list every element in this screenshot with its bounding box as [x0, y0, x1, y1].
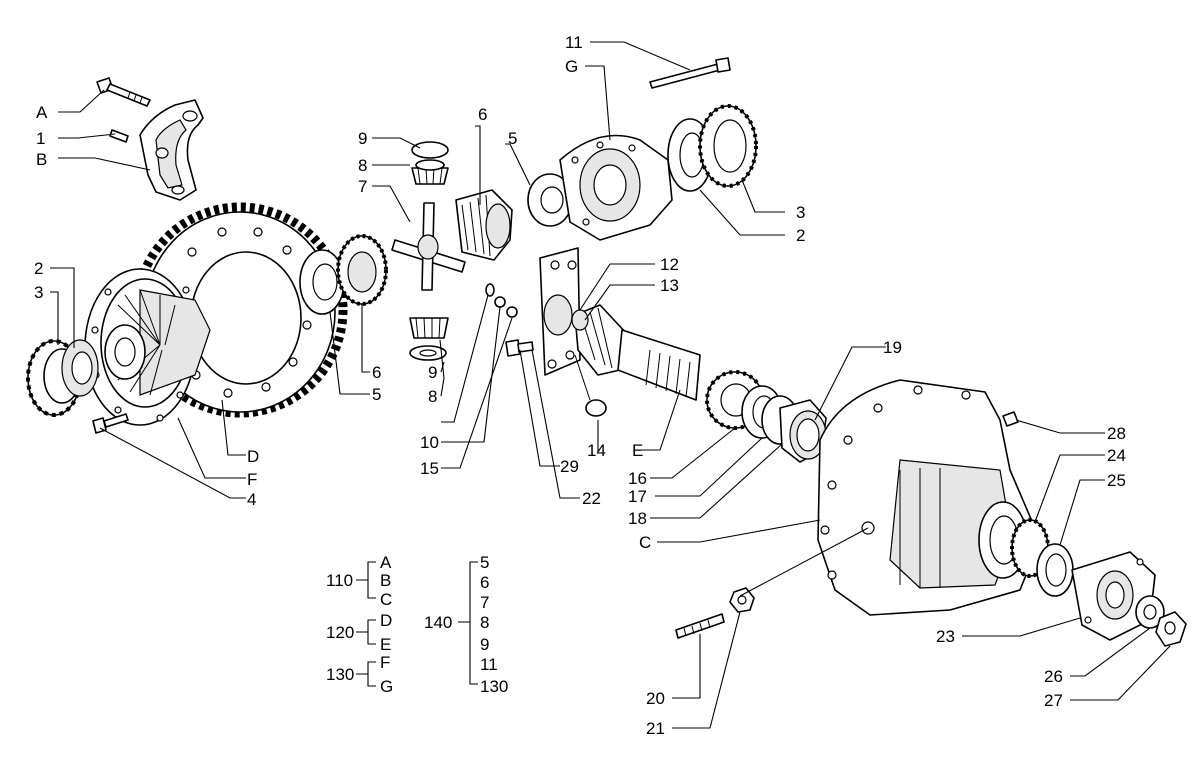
- group-130: 130 F G: [326, 653, 393, 696]
- callout-26: 26: [1044, 667, 1063, 686]
- drive-pinion-e: [571, 304, 701, 401]
- group-120-item-d: D: [380, 611, 392, 630]
- callout-16: 16: [628, 469, 647, 488]
- pinion-gear-8-bottom: [409, 317, 449, 361]
- callout-18: 18: [628, 509, 647, 528]
- kit-legend: 110 A B C 120 D E 130 F G 140 5 6 7 8: [326, 553, 508, 696]
- callout-a: A: [36, 103, 48, 122]
- callout-24: 24: [1107, 446, 1126, 465]
- bolt-a: [96, 77, 151, 107]
- group-130-item-f: F: [380, 653, 390, 672]
- differential-housing-f: [84, 268, 211, 426]
- group-110: 110 A B C: [326, 553, 392, 609]
- callout-f: F: [247, 470, 257, 489]
- group-110-item-b: B: [380, 571, 391, 590]
- spider-cross-7: [391, 202, 466, 291]
- callout-12: 12: [660, 255, 679, 274]
- stud-20: [675, 613, 725, 639]
- group-120: 120 D E: [326, 611, 392, 654]
- bolt-14: [574, 354, 607, 417]
- nut-21: [729, 587, 755, 613]
- bolt-11: [649, 57, 731, 89]
- callout-8-bottom: 8: [428, 387, 437, 406]
- washer-26-nut-27: [1135, 595, 1187, 647]
- group-110-item-a: A: [380, 553, 392, 572]
- callout-b: B: [36, 150, 47, 169]
- leader-lines: [50, 41, 1171, 729]
- callout-labels: A 1 B 2 3 D F 4 9 8 7 6 5 6 5 9 8 10 15 …: [34, 33, 1126, 738]
- callout-d: D: [247, 447, 259, 466]
- bearing-right: [667, 104, 758, 192]
- group-120-item-e: E: [380, 635, 391, 654]
- bolt-28: [1002, 411, 1019, 427]
- group-140-item-5: 5: [480, 553, 489, 572]
- group-140-item-9: 9: [480, 635, 489, 654]
- group-140-item-8: 8: [480, 613, 489, 632]
- group-110-name: 110: [326, 571, 353, 590]
- callout-g: G: [565, 57, 578, 76]
- callout-4: 4: [247, 490, 256, 509]
- callout-9-top: 9: [358, 129, 367, 148]
- callout-27: 27: [1044, 691, 1063, 710]
- callout-21: 21: [646, 719, 665, 738]
- callout-5-top: 5: [508, 129, 517, 148]
- group-140-item-11: 11: [480, 655, 498, 674]
- callout-13: 13: [660, 276, 679, 295]
- flange-23: [1071, 551, 1156, 641]
- case-half-g: [559, 134, 673, 241]
- callout-29: 29: [560, 457, 579, 476]
- group-130-name: 130: [326, 665, 354, 684]
- callout-3-right: 3: [796, 203, 805, 222]
- callout-6-top: 6: [478, 105, 487, 124]
- side-gear-right: [455, 189, 513, 261]
- bearing-left: [26, 339, 99, 417]
- callout-28: 28: [1107, 424, 1126, 443]
- bolt-4: [92, 413, 129, 434]
- group-140-name: 140: [424, 613, 452, 632]
- callout-11: 11: [565, 33, 583, 52]
- callout-1: 1: [36, 129, 45, 148]
- callout-3-left: 3: [34, 283, 43, 302]
- callout-9-bottom: 9: [428, 363, 437, 382]
- callout-20: 20: [646, 689, 665, 708]
- group-140-item-130: 130: [480, 677, 508, 696]
- group-130-item-g: G: [380, 677, 393, 696]
- pin-1: [109, 129, 129, 143]
- axle-housing-c: [817, 379, 1041, 616]
- group-140-item-6: 6: [480, 573, 489, 592]
- callout-25: 25: [1107, 471, 1126, 490]
- bearing-cap-b: [139, 99, 204, 201]
- callout-5-left: 5: [372, 385, 381, 404]
- callout-22: 22: [582, 489, 601, 508]
- callout-e: E: [632, 441, 643, 460]
- callout-2-right: 2: [796, 226, 805, 245]
- callout-23: 23: [936, 627, 955, 646]
- small-washers: [485, 283, 518, 318]
- callout-15: 15: [420, 459, 439, 478]
- callout-8-top: 8: [358, 156, 367, 175]
- pinion-gear-8-top: [411, 141, 449, 185]
- callout-7: 7: [358, 177, 367, 196]
- callout-19: 19: [883, 338, 902, 357]
- thrust-washer-5-right: [527, 173, 573, 227]
- callout-10: 10: [420, 433, 439, 452]
- group-140: 140 5 6 7 8 9 11 130: [424, 553, 508, 696]
- group-110-item-c: C: [380, 590, 392, 609]
- callout-2-left: 2: [34, 259, 43, 278]
- side-gear-left: [299, 234, 388, 315]
- callout-6-left: 6: [372, 363, 381, 382]
- adjusting-plate-12: [539, 247, 581, 376]
- callout-c: C: [639, 533, 651, 552]
- group-120-name: 120: [326, 623, 354, 642]
- bearing-24-seal-25: [1010, 518, 1074, 597]
- callout-14: 14: [587, 441, 606, 460]
- callout-17: 17: [628, 487, 647, 506]
- group-140-item-7: 7: [480, 593, 489, 612]
- bolt-22: [505, 339, 534, 357]
